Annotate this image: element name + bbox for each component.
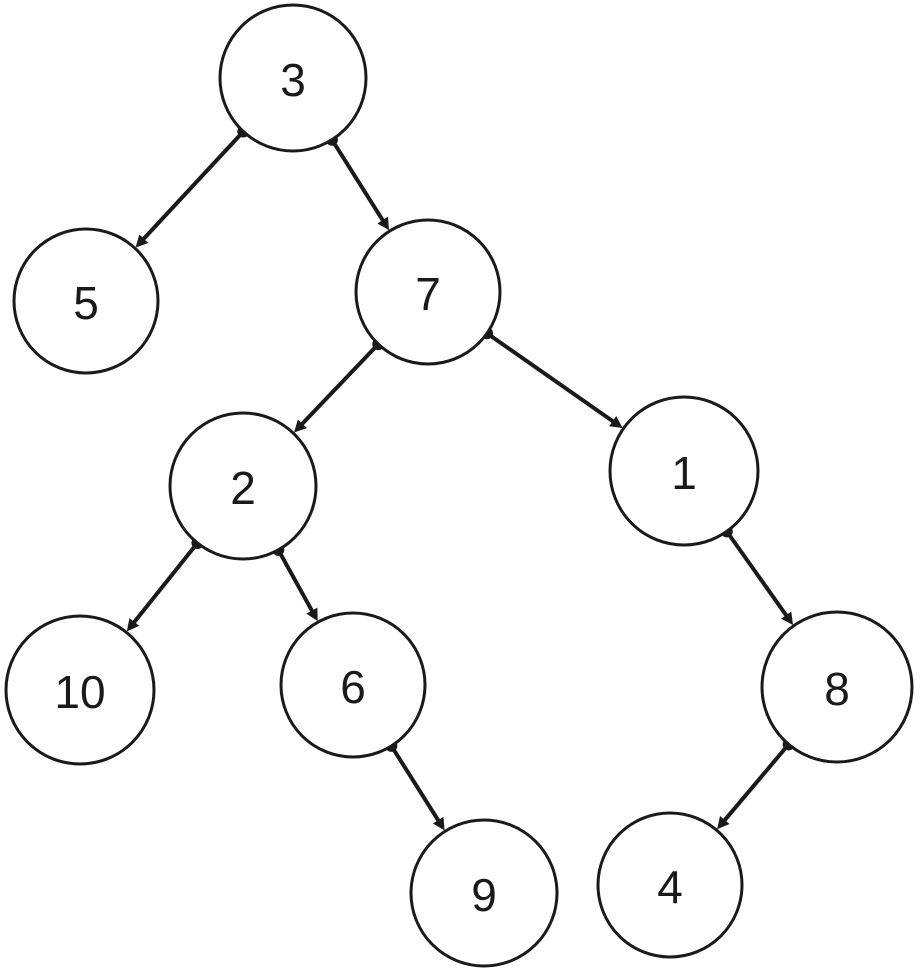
node-circle[interactable] xyxy=(279,611,427,759)
tree-node[interactable]: 9 xyxy=(409,818,559,968)
tree-node[interactable]: 4 xyxy=(596,811,744,959)
edge-arrowhead xyxy=(306,607,318,622)
node-label: 9 xyxy=(471,869,497,921)
node-circle[interactable] xyxy=(4,614,156,766)
tree-node[interactable]: 8 xyxy=(760,610,914,764)
tree-node[interactable]: 3 xyxy=(218,3,368,153)
edge-line xyxy=(485,331,619,426)
tree-edge xyxy=(481,327,623,429)
node-label: 4 xyxy=(657,861,683,913)
node-circle[interactable] xyxy=(354,218,502,366)
tree-edge xyxy=(720,525,794,625)
node-label: 10 xyxy=(54,666,105,718)
edge-line xyxy=(725,530,791,621)
tree-node[interactable]: 7 xyxy=(354,218,502,366)
edge-line xyxy=(297,342,380,430)
node-circle[interactable] xyxy=(760,610,914,764)
node-label: 6 xyxy=(340,661,366,713)
tree-edge xyxy=(717,738,795,830)
tree-edge xyxy=(272,543,318,622)
node-label: 1 xyxy=(671,447,697,499)
node-label: 3 xyxy=(280,54,306,106)
tree-node[interactable]: 2 xyxy=(168,411,318,561)
tree-edge xyxy=(126,537,204,632)
edge-arrowhead xyxy=(377,216,390,231)
node-circle[interactable] xyxy=(409,818,559,968)
node-label: 7 xyxy=(415,268,441,320)
tree-node[interactable]: 1 xyxy=(608,395,760,547)
node-circle[interactable] xyxy=(168,411,318,561)
edge-line xyxy=(389,744,443,826)
edge-line xyxy=(719,743,791,826)
tree-node[interactable]: 5 xyxy=(12,227,160,375)
edge-arrowhead xyxy=(781,611,794,625)
edge-line xyxy=(330,138,388,226)
tree-edge xyxy=(325,133,390,231)
node-circle[interactable] xyxy=(218,3,368,153)
edge-line xyxy=(129,541,199,628)
tree-edge xyxy=(294,338,385,433)
node-label: 5 xyxy=(73,277,99,329)
tree-node[interactable]: 6 xyxy=(279,611,427,759)
node-circle[interactable] xyxy=(608,395,760,547)
node-label: 2 xyxy=(230,462,256,514)
node-circle[interactable] xyxy=(12,227,160,375)
edge-arrowhead xyxy=(717,816,730,830)
node-label: 8 xyxy=(824,663,850,715)
tree-edge xyxy=(135,125,250,248)
edge-arrowhead xyxy=(294,419,307,433)
edge-arrowhead xyxy=(432,816,445,831)
edge-line xyxy=(138,130,245,245)
tree-edge xyxy=(385,739,445,831)
edge-arrowhead xyxy=(135,234,149,248)
edge-line xyxy=(276,548,317,617)
edge-arrowhead xyxy=(609,416,623,429)
nodes-layer: 3 5 7 2 1 10 6 8 9 4 xyxy=(4,3,914,968)
edge-arrowhead xyxy=(126,618,140,632)
node-circle[interactable] xyxy=(596,811,744,959)
tree-node[interactable]: 10 xyxy=(4,614,156,766)
